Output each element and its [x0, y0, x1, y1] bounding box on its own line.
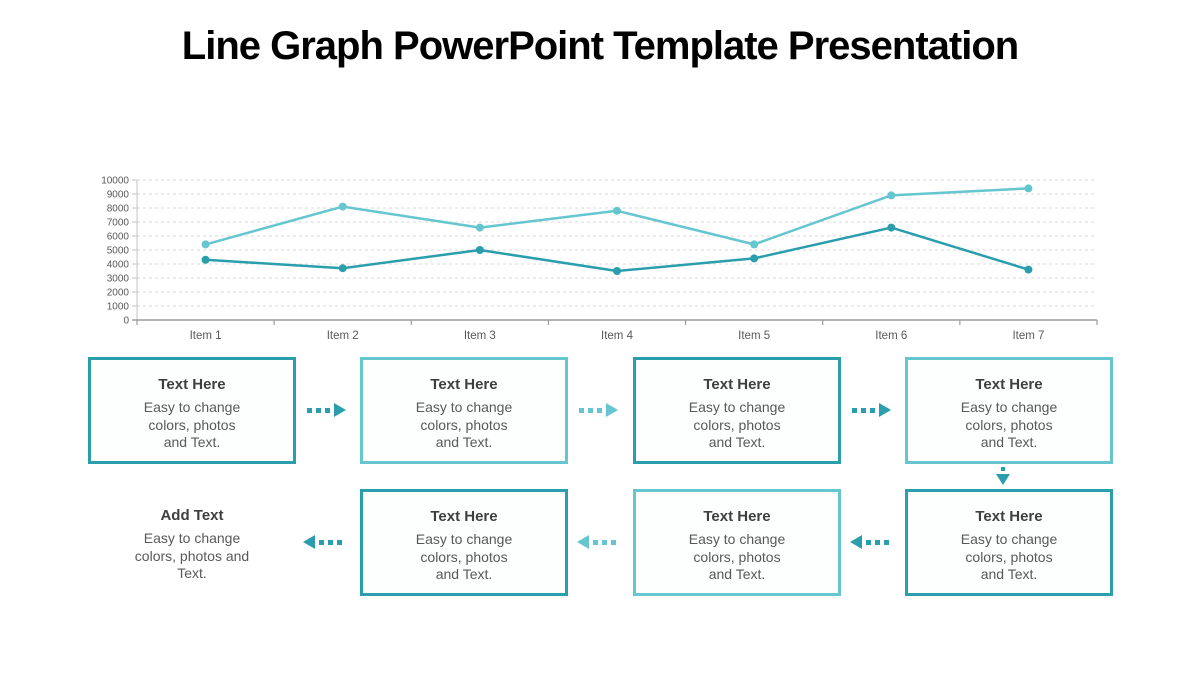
- flow-box-title: Text Here: [703, 508, 771, 525]
- data-point: [613, 267, 621, 275]
- y-axis-tick-label: 0: [123, 316, 129, 327]
- arrow-down-icon: [996, 467, 1010, 485]
- data-point: [475, 223, 484, 232]
- flow-box-body: Easy to change colors, photos and Text.: [688, 399, 786, 450]
- data-point: [1024, 184, 1033, 193]
- y-axis-tick-label: 7000: [107, 218, 130, 229]
- flow-box-title: Text Here: [975, 508, 1043, 525]
- arrow-right-icon: [852, 403, 891, 417]
- x-axis-label: Item 6: [875, 330, 907, 342]
- data-point: [1024, 265, 1033, 274]
- arrow-left-icon: [303, 535, 342, 549]
- flow-box-r1-1[interactable]: Text Here Easy to change colors, photos …: [88, 357, 296, 464]
- y-axis-tick-label: 6000: [107, 232, 130, 243]
- flow-box-r1-4[interactable]: Text Here Easy to change colors, photos …: [905, 357, 1113, 464]
- arrow-left-icon: [577, 535, 616, 549]
- flow-box-body: Easy to change colors, photos and Text.: [415, 531, 513, 582]
- flow-box-title: Text Here: [430, 376, 498, 393]
- flow-box-body: Easy to change colors, photos and Text.: [143, 399, 241, 450]
- data-point: [750, 240, 759, 249]
- flow-box-body: Easy to change colors, photos and Text.: [688, 531, 786, 582]
- y-axis-tick-label: 1000: [107, 302, 130, 313]
- arrow-right-icon: [579, 403, 618, 417]
- arrow-right-icon: [307, 403, 346, 417]
- flow-box-title: Text Here: [703, 376, 771, 393]
- flow-box-title: Text Here: [430, 508, 498, 525]
- line-chart-svg: 0 1000 2000 3000 4000 5000 6000 7000 8000 9000 100…: [101, 176, 1098, 342]
- x-axis-label: Item 7: [1012, 330, 1044, 342]
- flow-box-title: Text Here: [975, 376, 1043, 393]
- data-point: [887, 191, 896, 200]
- flow-box-r1-2[interactable]: Text Here Easy to change colors, photos …: [360, 357, 568, 464]
- add-text-body: Easy to change colors, photos and Text.: [134, 530, 250, 581]
- y-axis-tick-label: 5000: [107, 246, 130, 257]
- flow-box-body: Easy to change colors, photos and Text.: [415, 399, 513, 450]
- x-axis-label: Item 4: [601, 330, 634, 342]
- flow-box-body: Easy to change colors, photos and Text.: [960, 399, 1058, 450]
- data-point: [750, 254, 759, 263]
- y-axis-tick-label: 2000: [107, 288, 130, 299]
- data-point: [887, 223, 896, 232]
- y-axis-tick-label: 10000: [101, 176, 129, 187]
- add-text-title: Add Text: [160, 507, 224, 524]
- x-axis-label: Item 3: [464, 330, 496, 342]
- data-point: [475, 246, 484, 254]
- flow-box-r1-3[interactable]: Text Here Easy to change colors, photos …: [633, 357, 841, 464]
- arrow-left-icon: [850, 535, 889, 549]
- flow-box-r2-4[interactable]: Text Here Easy to change colors, photos …: [905, 489, 1113, 596]
- add-text-block[interactable]: Add Text Easy to change colors, photos a…: [88, 489, 296, 596]
- y-axis-tick-label: 9000: [107, 190, 130, 201]
- x-axis-label: Item 1: [190, 330, 222, 342]
- data-point: [338, 264, 347, 273]
- flow-box-title: Text Here: [158, 376, 226, 393]
- data-point: [201, 255, 210, 264]
- x-axis-label: Item 2: [327, 330, 359, 342]
- flow-box-r2-2[interactable]: Text Here Easy to change colors, photos …: [360, 489, 568, 596]
- y-axis-tick-label: 4000: [107, 260, 130, 271]
- line-chart[interactable]: 0 1000 2000 3000 4000 5000 6000 7000 8000 9000 100…: [90, 172, 1105, 350]
- flow-box-r2-3[interactable]: Text Here Easy to change colors, photos …: [633, 489, 841, 596]
- x-axis-label: Item 5: [738, 330, 770, 342]
- y-axis-tick-label: 8000: [107, 204, 130, 215]
- data-point: [613, 206, 621, 215]
- flow-box-body: Easy to change colors, photos and Text.: [960, 531, 1058, 582]
- data-point: [338, 202, 347, 211]
- slide-title[interactable]: Line Graph PowerPoint Template Presentat…: [181, 24, 1019, 68]
- data-point: [201, 240, 210, 249]
- y-axis-tick-label: 3000: [107, 274, 130, 285]
